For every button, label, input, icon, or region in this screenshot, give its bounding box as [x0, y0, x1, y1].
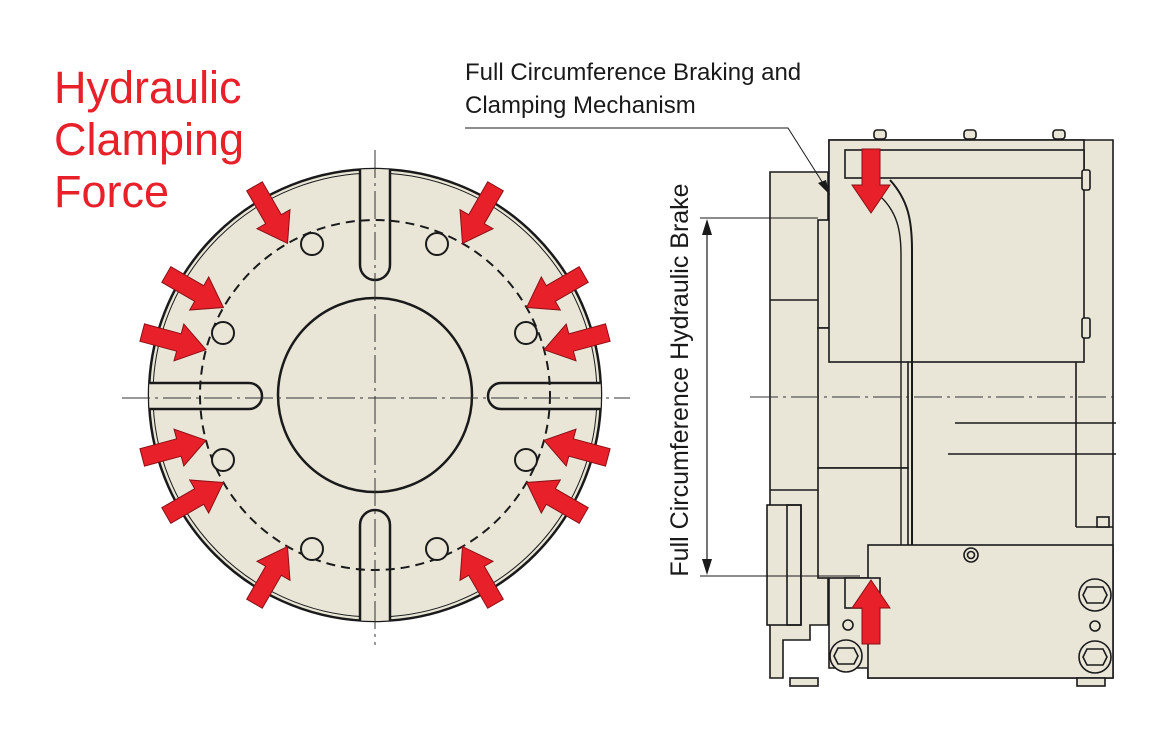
bolt-hole [211, 448, 235, 472]
clamping-force-arrow [543, 428, 611, 467]
clamping-force-arrow [525, 479, 589, 524]
socket-screw-hex [1082, 648, 1108, 666]
clamping-force-arrow [161, 479, 225, 524]
clamping-force-arrow [161, 266, 225, 311]
bolt-head [1052, 129, 1066, 140]
leader-arrowhead [818, 180, 830, 195]
cover-tab [1081, 317, 1091, 339]
front-view [122, 150, 630, 645]
side-arrows [851, 148, 891, 645]
flange-insert [766, 504, 802, 626]
clamping-force-arrow [525, 266, 589, 311]
bolt-head [963, 129, 977, 140]
side-view [465, 127, 1116, 687]
mechanism-label: Full Circumference Braking and Clamping … [465, 56, 801, 122]
mechanism-label-line-2: Clamping Mechanism [465, 92, 696, 119]
leader-line [465, 127, 827, 189]
socket-screw [829, 639, 863, 673]
bolt-hole [514, 321, 538, 345]
clamping-force-arrow [139, 323, 207, 362]
bolt-hole [425, 232, 449, 256]
dimension-arrowhead [702, 219, 712, 235]
cover-tab [1081, 169, 1091, 191]
mechanism-label-line-1: Full Circumference Braking and [465, 59, 802, 86]
socket-screw-hex [1082, 586, 1108, 604]
plug-inner [966, 550, 976, 560]
clamping-force-arrow [543, 323, 611, 362]
clamping-force-arrow [459, 181, 504, 245]
inner-notch [1096, 516, 1110, 528]
clamping-force-arrow [246, 545, 291, 609]
clamping-force-arrow [246, 181, 291, 245]
brake-label: Full Circumference Hydraulic Brake [666, 183, 694, 577]
cover-bevel [844, 149, 1085, 179]
clamping-force-arrow [139, 428, 207, 467]
clamping-force-arrow [851, 148, 891, 214]
slot-left [149, 381, 264, 411]
lower-block [867, 544, 1114, 679]
center-lines [122, 150, 630, 645]
small-hole [842, 619, 854, 631]
front-arrows [139, 181, 611, 609]
force-title-line-3: Force [54, 166, 170, 217]
force-title-line-1: Hydraulic [54, 62, 242, 113]
bolt-holes [211, 232, 538, 561]
foot [789, 677, 819, 687]
bolt-head [873, 129, 887, 140]
small-hole [1089, 620, 1101, 632]
bolt-hole [300, 232, 324, 256]
socket-screw-hex [833, 647, 859, 665]
socket-screw [1078, 640, 1112, 674]
socket-screw [1078, 578, 1112, 612]
flange-insert-inner [786, 504, 802, 626]
clamping-force-arrow [851, 579, 891, 645]
force-title-line-2: Clamping [54, 114, 245, 165]
foot [1076, 677, 1106, 687]
bolt-hole [300, 537, 324, 561]
bolt-hole [425, 537, 449, 561]
force-title: Hydraulic Clamping Force [54, 62, 244, 218]
top-bolt-heads [873, 129, 1066, 140]
slot-right [486, 381, 601, 411]
bolt-hole [514, 448, 538, 472]
dimension-arrowhead [702, 559, 712, 575]
bolt-hole [211, 321, 235, 345]
clamping-force-arrow [459, 545, 504, 609]
